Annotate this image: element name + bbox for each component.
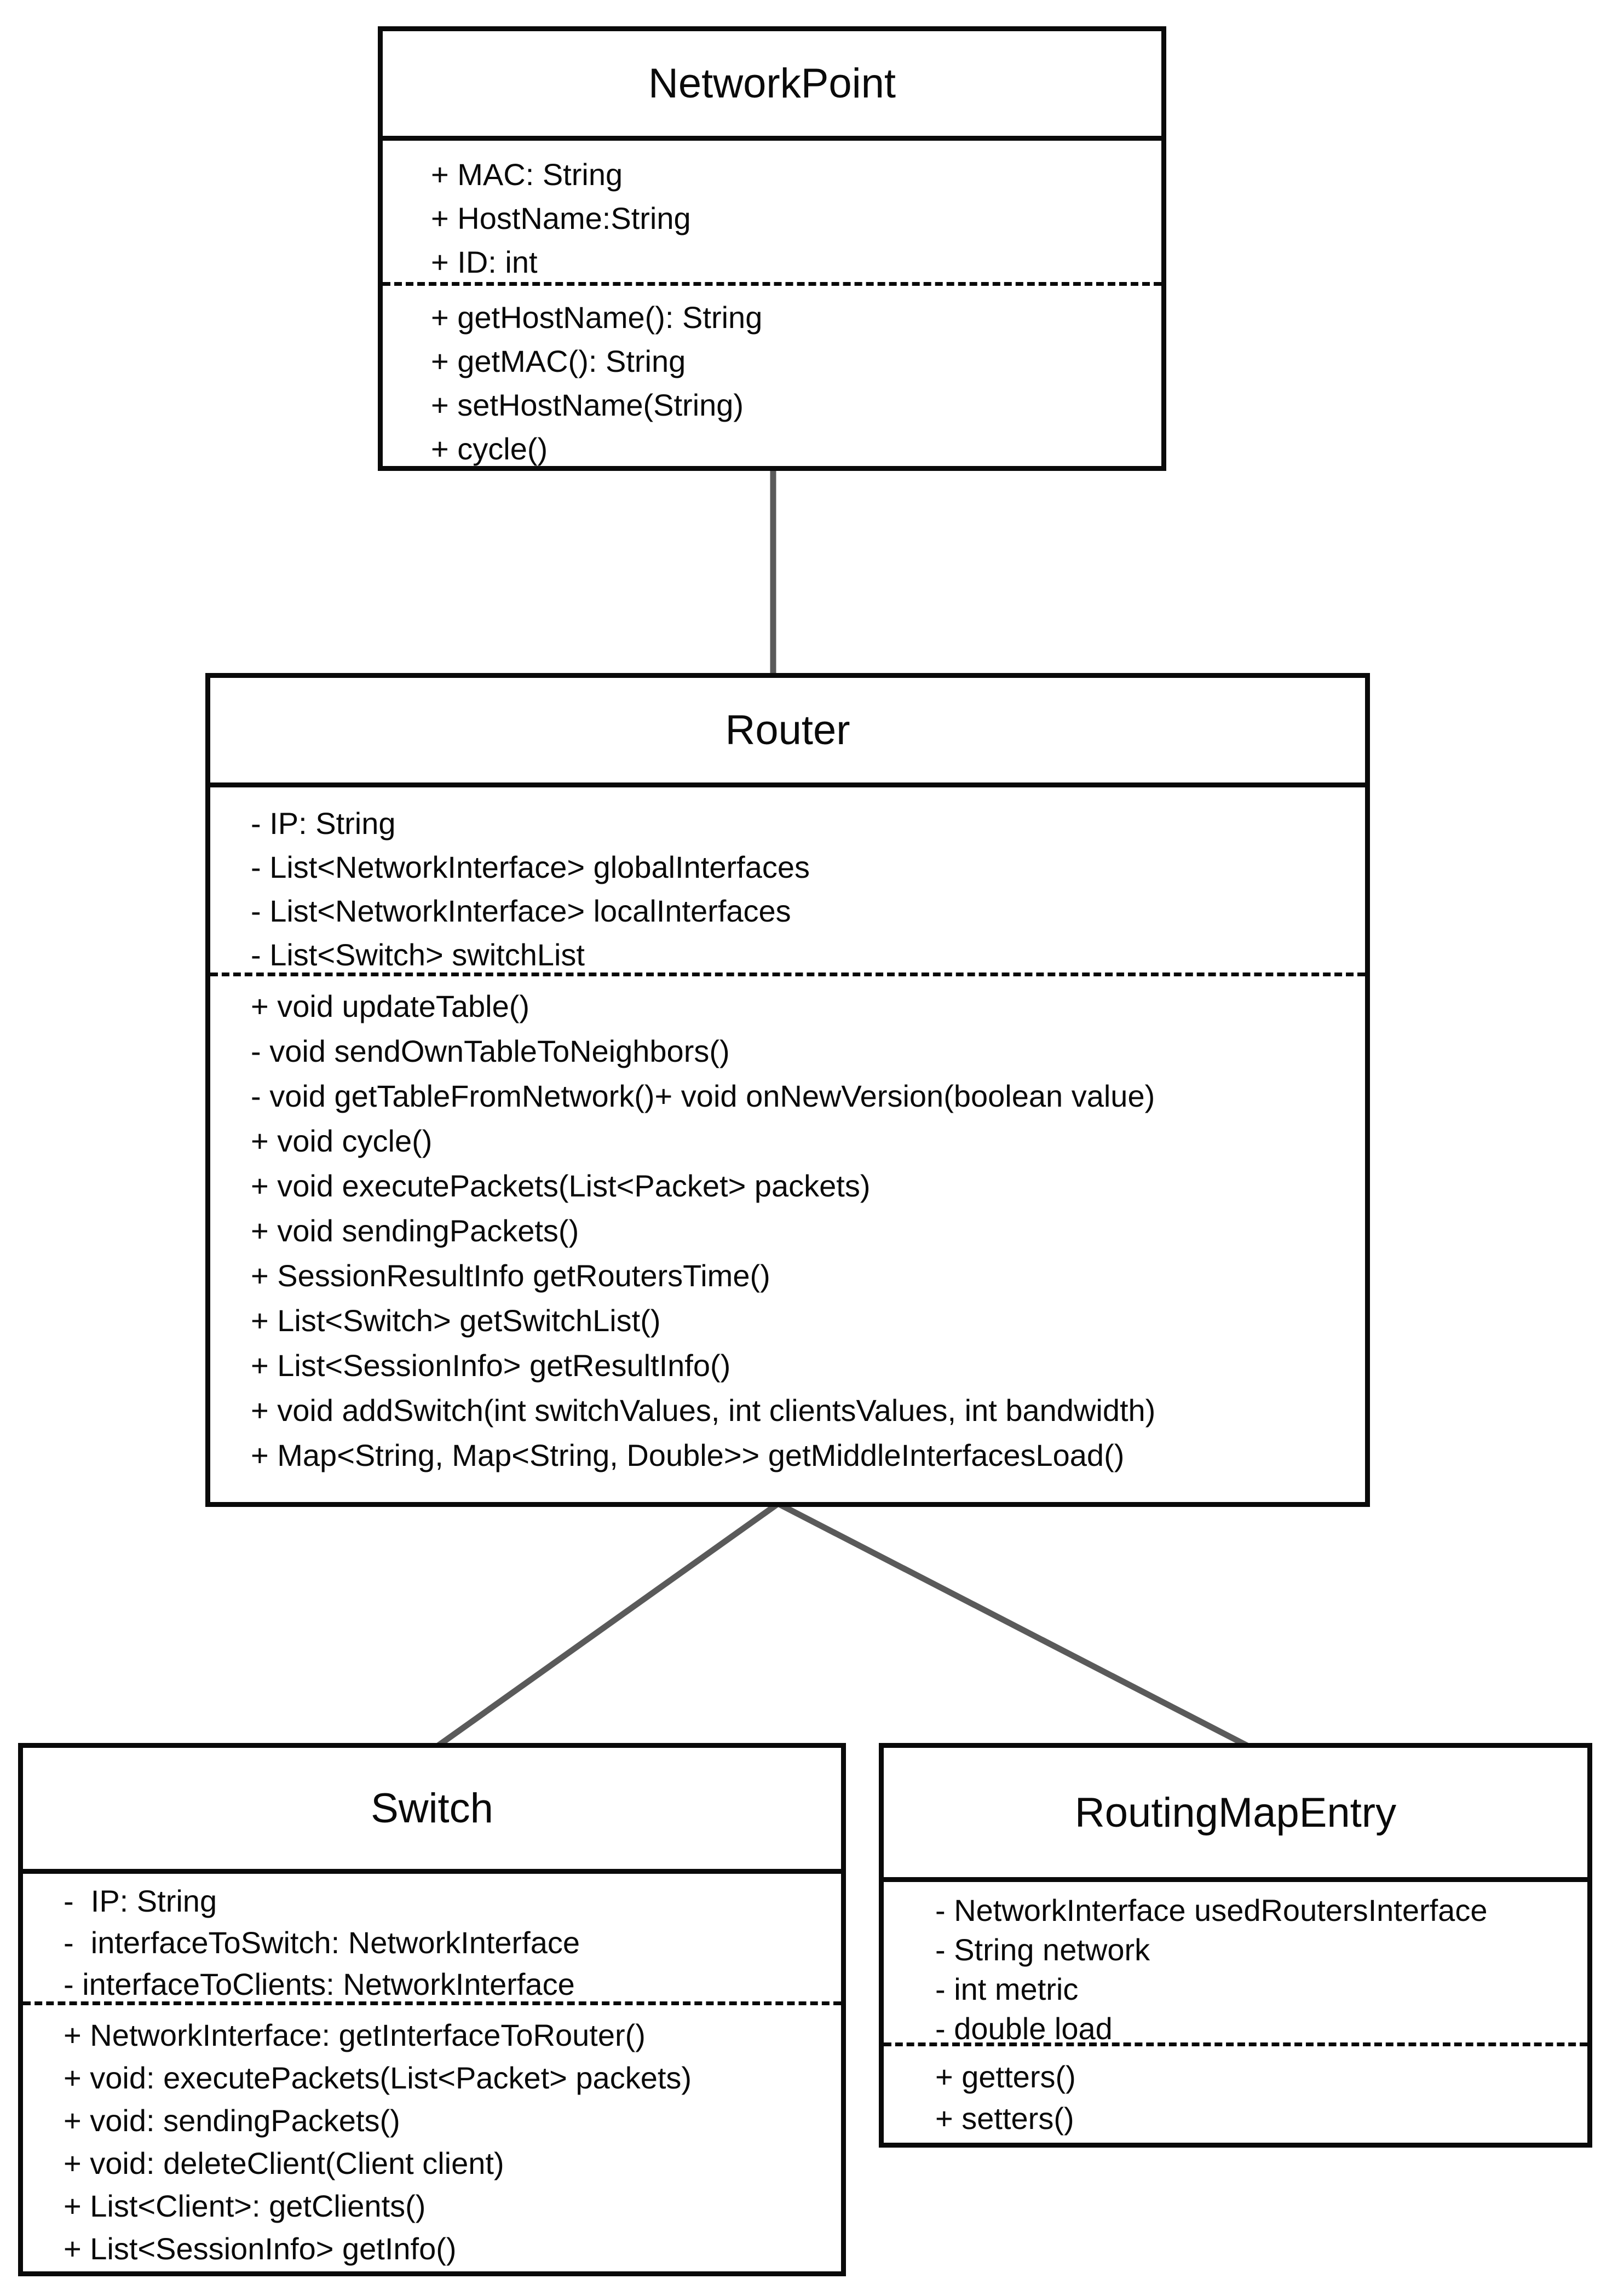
member-line: + HostName:String: [431, 201, 691, 235]
member-line: + List<SessionInfo> getResultInfo(): [251, 1348, 731, 1383]
member-line: - NetworkInterface usedRoutersInterface: [935, 1893, 1488, 1927]
member-line: - void sendOwnTableToNeighbors(): [251, 1034, 730, 1068]
member-line: + cycle(): [431, 431, 548, 466]
member-line: + Map<String, Map<String, Double>> getMi…: [251, 1438, 1125, 1472]
class-box-router: Router - IP: String - List<NetworkInterfa…: [205, 673, 1370, 1507]
class-name-label: Switch: [23, 1748, 841, 1874]
methods-compartment: + NetworkInterface: getInterfaceToRouter…: [23, 2005, 841, 2271]
member-line: - List<NetworkInterface> globalInterface…: [251, 850, 810, 884]
attributes-compartment: - NetworkInterface usedRoutersInterface -…: [884, 1882, 1587, 2046]
member-line: - void getTableFromNetwork()+ void onNew…: [251, 1079, 1155, 1113]
member-line: + List<Switch> getSwitchList(): [251, 1303, 661, 1338]
member-line: - List<NetworkInterface> localInterfaces: [251, 894, 791, 928]
attributes-compartment: - IP: String - List<NetworkInterface> glo…: [210, 787, 1365, 976]
member-line: + List<SessionInfo> getInfo(): [64, 2231, 457, 2266]
class-name-label: Router: [210, 678, 1365, 787]
methods-compartment: + void updateTable() - void sendOwnTableT…: [210, 976, 1365, 1502]
class-box-routingmapentry: RoutingMapEntry - NetworkInterface usedR…: [879, 1743, 1592, 2148]
member-line: + void updateTable(): [251, 989, 530, 1023]
class-name-label: NetworkPoint: [383, 31, 1161, 141]
member-line: + void cycle(): [251, 1124, 433, 1158]
class-name-label: RoutingMapEntry: [884, 1748, 1587, 1882]
member-line: - IP: String: [64, 1884, 217, 1918]
attributes-compartment: - IP: String - interfaceToSwitch: Network…: [23, 1874, 841, 2005]
methods-compartment: + getHostName(): String + getMAC(): Strin…: [383, 286, 1161, 466]
methods-compartment: + getters() + setters(): [884, 2046, 1587, 2143]
member-line: - double load: [935, 2011, 1113, 2046]
member-line: + NetworkInterface: getInterfaceToRouter…: [64, 2018, 646, 2052]
member-line: + void: sendingPackets(): [64, 2103, 400, 2138]
member-line: - List<Switch> switchList: [251, 937, 585, 972]
member-line: + getHostName(): String: [431, 300, 763, 335]
member-line: + setHostName(String): [431, 388, 744, 422]
member-line: - interfaceToClients: NetworkInterface: [64, 1967, 575, 2001]
class-box-switch: Switch - IP: String - interfaceToSwitch: …: [18, 1743, 846, 2276]
class-box-networkpoint: NetworkPoint + MAC: String + HostName:Str…: [378, 26, 1166, 471]
member-line: + getters(): [935, 2059, 1076, 2094]
member-line: + void: executePackets(List<Packet> pack…: [64, 2061, 692, 2095]
member-line: + ID: int: [431, 245, 538, 279]
member-line: - IP: String: [251, 806, 396, 841]
member-line: - String network: [935, 1932, 1150, 1967]
member-line: + setters(): [935, 2101, 1074, 2136]
member-line: + void sendingPackets(): [251, 1213, 579, 1248]
attributes-compartment: + MAC: String + HostName:String + ID: int: [383, 141, 1161, 286]
connector-router-routingmapentry-line: [776, 1501, 1249, 1748]
connector-router-switch-line: [436, 1501, 780, 1748]
member-line: + void: deleteClient(Client client): [64, 2146, 504, 2180]
member-line: - int metric: [935, 1972, 1079, 2006]
member-line: - interfaceToSwitch: NetworkInterface: [64, 1925, 580, 1960]
member-line: + getMAC(): String: [431, 344, 686, 378]
member-line: + SessionResultInfo getRoutersTime(): [251, 1258, 770, 1293]
member-line: + void executePackets(List<Packet> packe…: [251, 1169, 871, 1203]
member-line: + void addSwitch(int switchValues, int c…: [251, 1393, 1156, 1428]
member-line: + MAC: String: [431, 157, 623, 192]
member-line: + List<Client>: getClients(): [64, 2189, 426, 2223]
